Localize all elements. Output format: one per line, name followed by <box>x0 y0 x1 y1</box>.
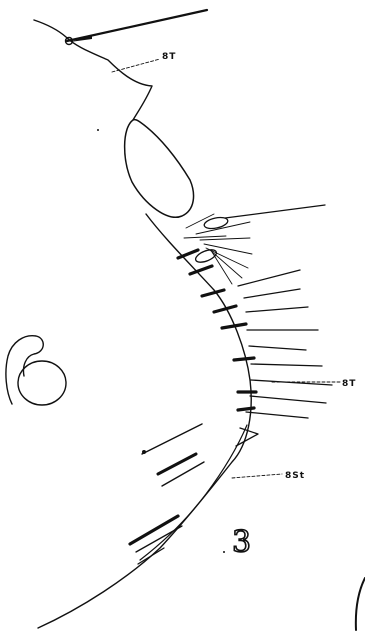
label-leaders <box>112 59 340 478</box>
figure-number: 3 <box>232 525 251 560</box>
oval-lobe <box>125 120 194 218</box>
stray-dot-1 <box>97 129 99 131</box>
abdomen-margin <box>38 214 251 628</box>
stray-dot-2 <box>223 551 225 553</box>
coiled-organ <box>6 336 66 405</box>
marginal-setae <box>225 205 332 418</box>
inner-contour <box>140 425 247 560</box>
adjacent-figure-edge <box>356 578 365 630</box>
sternite-plate <box>236 428 258 446</box>
stray-dot-3 <box>142 450 146 454</box>
label-8t-lower: 8T <box>342 379 356 389</box>
spine-bases <box>178 250 256 410</box>
label-8t-upper: 8T <box>162 52 176 62</box>
top-seta <box>66 10 208 45</box>
label-8st: 8St <box>285 471 305 481</box>
ventral-setae <box>130 424 204 564</box>
